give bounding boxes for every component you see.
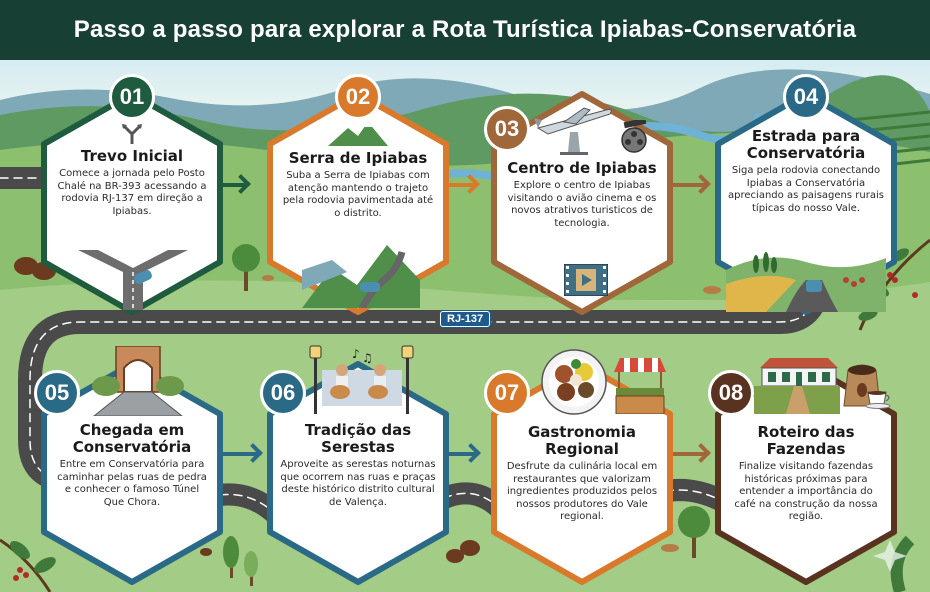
step-number-badge: 01 <box>109 74 155 120</box>
tunnel-icon <box>92 346 184 416</box>
header-banner: Passo a passo para explorar a Rota Turís… <box>0 0 930 60</box>
rural-road-car-icon <box>726 252 886 312</box>
hexagon-frame <box>41 91 223 315</box>
road-sign-rj137: RJ-137 <box>440 311 491 327</box>
step-description: Entre em Conservatória para caminhar pel… <box>57 459 207 508</box>
arrow-step7-to-step8 <box>670 452 706 456</box>
step-card-08: 08 Roteiro das Fazendas Finalize visitan… <box>708 358 898 586</box>
step-title: Chegada em Conservatória <box>72 421 192 456</box>
step-number-badge: 08 <box>708 370 754 416</box>
step-number-badge: 07 <box>484 370 530 416</box>
crossroad-car-icon <box>78 250 188 310</box>
hexagon-frame <box>41 361 223 585</box>
step-number-badge: 06 <box>260 370 306 416</box>
film-reel-icon <box>621 120 647 153</box>
mountain-road-car-icon <box>302 245 420 308</box>
arrow-step5-to-step6 <box>220 452 258 456</box>
step-card-06: 06 ♪♫ Tradição das Serestas Aproveite as… <box>260 345 450 586</box>
step-card-02: 02 Serra de Ipiabas Suba a Serra de Ipia… <box>266 74 450 316</box>
step-description: Finalize visitando fazendas históricas p… <box>734 461 878 522</box>
market-stall-icon <box>614 358 666 414</box>
hexagon-frame <box>715 361 897 585</box>
step-number-badge: 03 <box>484 106 530 152</box>
arrow-step2-to-step3 <box>445 183 475 187</box>
arrow-step1-to-step2 <box>218 183 246 187</box>
step-card-05: 05 Chegada em Conservatória Entre em Con… <box>34 346 224 586</box>
arrow-step6-to-step7 <box>446 452 476 456</box>
airplane-monument-icon <box>534 107 612 155</box>
hexagon-frame <box>715 91 897 315</box>
step-description: Explore o centro de Ipiabas visitando o … <box>507 180 657 229</box>
step-title: Trevo Inicial <box>80 147 184 165</box>
step-description: Aproveite as serestas noturnas que ocorr… <box>280 459 436 508</box>
svg-text:♫: ♫ <box>362 351 373 365</box>
step-title: Roteiro das Fazendas <box>757 423 855 458</box>
arrow-step3-to-step4 <box>670 183 706 187</box>
step-number-badge: 05 <box>34 370 80 416</box>
coffee-cup-icon <box>866 391 891 409</box>
step-description: Comece a jornada pelo Posto Chalé na BR-… <box>57 168 207 217</box>
hexagon-frame <box>491 361 673 585</box>
food-plate-icon <box>541 349 607 415</box>
route-illustration: RJ-137 01 Trevo Inicial Comece a jornada… <box>0 60 930 592</box>
step-title: Gastronomia Regional <box>527 423 637 458</box>
farmhouse-icon <box>754 358 840 414</box>
step-description: Suba a Serra de Ipiabas com atenção mant… <box>282 170 434 219</box>
step-card-07: 07 Gastronomia Regional Desfrute da culi… <box>484 349 674 586</box>
step-title: Serra de Ipiabas <box>288 149 428 167</box>
step-card-01: 01 Trevo Inicial Comece a jornada pelo P… <box>40 74 224 316</box>
road-fork-icon <box>122 124 142 144</box>
musicians-guitar-icon: ♪♫ <box>309 345 414 414</box>
tree-icon <box>232 244 260 291</box>
step-number-badge: 04 <box>783 74 829 120</box>
step-card-04: 04 Estrada para Conservatória Siga pela … <box>714 74 898 316</box>
step-title: Estrada para Conservatória <box>746 127 866 162</box>
step-card-03: 03 Centro de Ipiabas Explore o centro de… <box>484 90 674 316</box>
step-description: Desfrute da culinária local em restauran… <box>506 461 658 522</box>
step-number-badge: 02 <box>335 74 381 120</box>
page-title: Passo a passo para explorar a Rota Turís… <box>73 16 857 43</box>
step-title: Centro de Ipiabas <box>507 159 657 177</box>
svg-text:♪: ♪ <box>352 347 360 361</box>
step-description: Siga pela rodovia conectando Ipiabas a C… <box>728 165 884 214</box>
step-title: Tradição das Serestas <box>304 421 412 456</box>
film-strip-play-icon <box>564 264 608 296</box>
hexagon-frame <box>267 361 449 585</box>
mountain-icon <box>328 122 388 146</box>
